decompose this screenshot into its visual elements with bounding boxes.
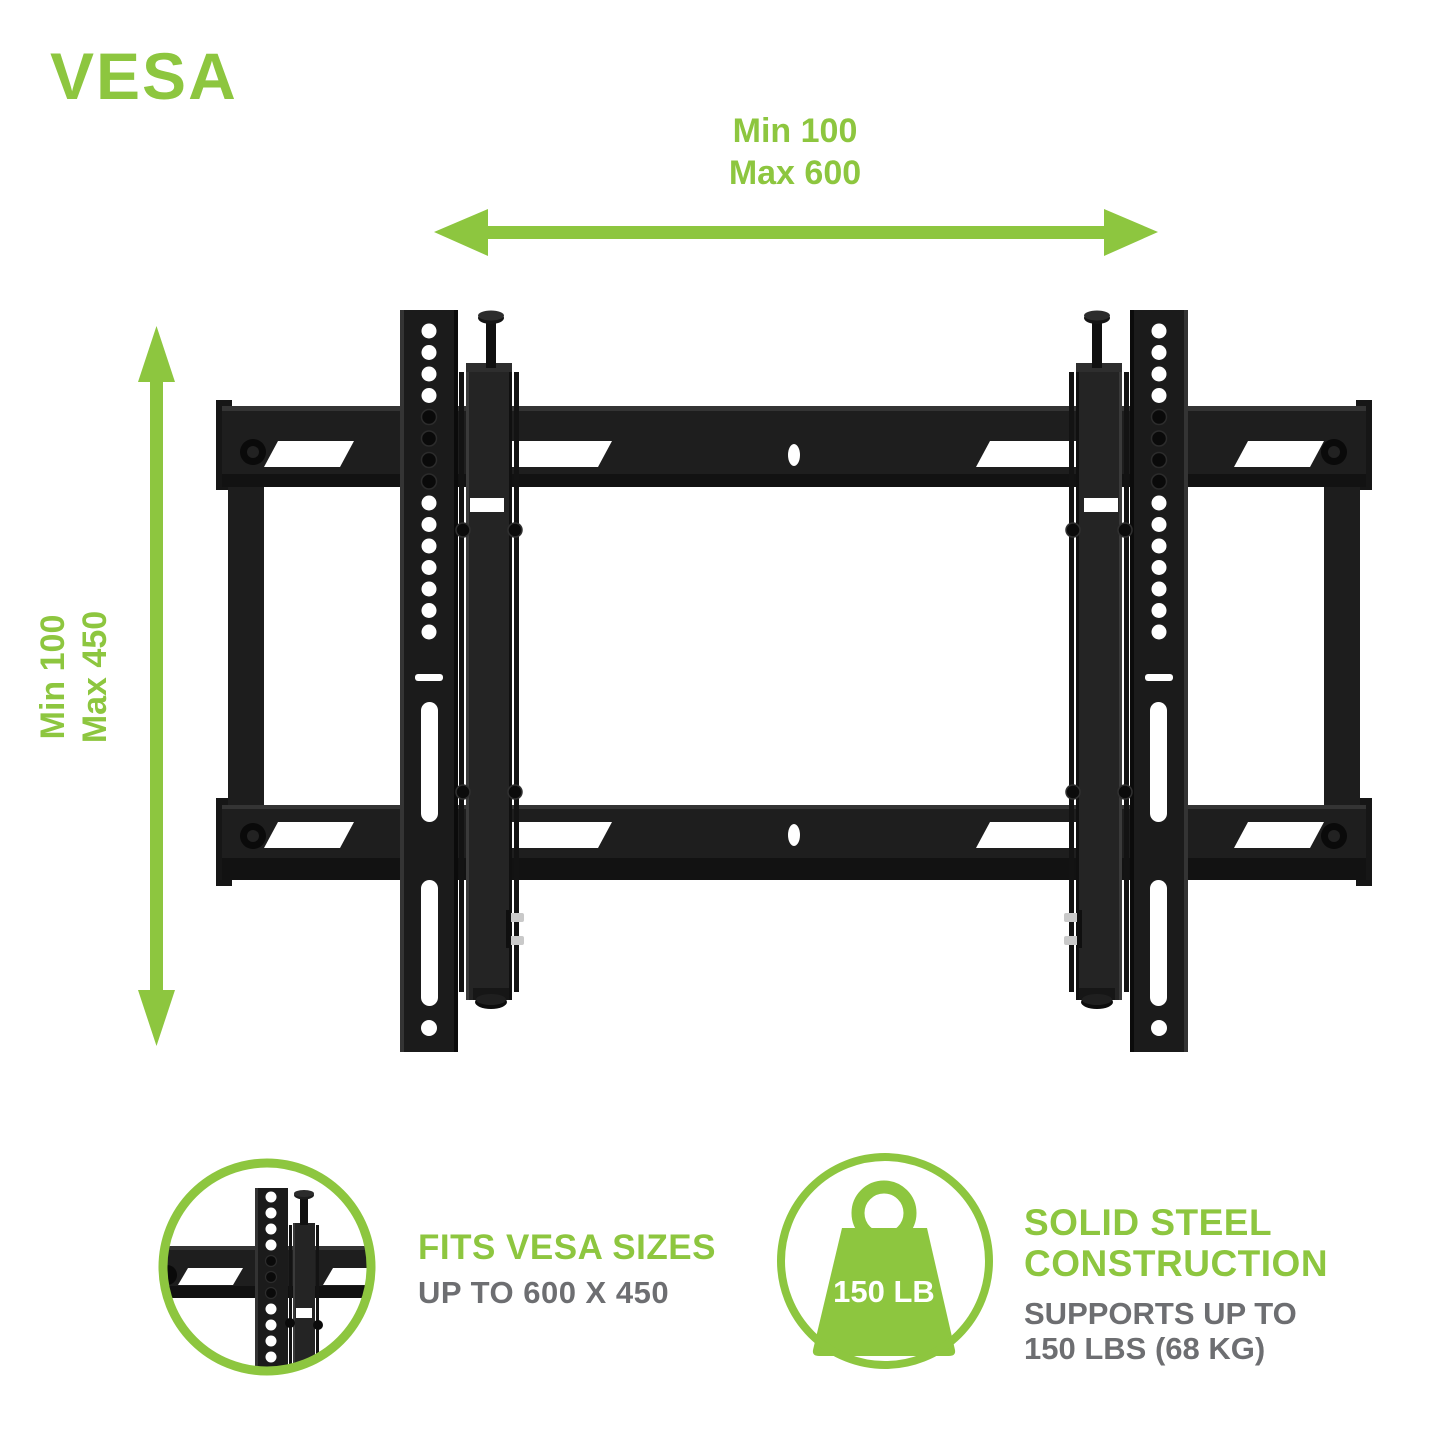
weight-badge-label: 150 LB <box>833 1274 935 1309</box>
horizontal-dimension-label: Min 100 Max 600 <box>645 110 945 194</box>
weight-body-icon <box>812 1228 956 1356</box>
feature-steel-sub-line2: 150 LBS (68 KG) <box>1024 1331 1266 1366</box>
vesa-detail-circle-ring <box>158 1158 376 1376</box>
horizontal-dim-line1: Min 100 <box>732 112 858 150</box>
top-rail-slots <box>264 441 1324 467</box>
feature-vesa-text: FITS VESA SIZES UP TO 600 X 450 <box>418 1228 716 1311</box>
feature-vesa-sub: UP TO 600 X 450 <box>418 1275 670 1310</box>
left-bracket-assembly <box>399 309 525 1053</box>
weight-circle-ring <box>777 1153 993 1369</box>
feature-steel-heading-line1: SOLID STEEL <box>1024 1202 1273 1243</box>
vesa-detail-icon <box>158 1158 376 1376</box>
feature-steel-heading-line2: CONSTRUCTION <box>1024 1243 1329 1284</box>
bottom-rail-slots <box>264 822 1324 848</box>
feature-steel-sub-line1: SUPPORTS UP TO <box>1024 1296 1297 1331</box>
feature-steel-text: SOLID STEEL CONSTRUCTION SUPPORTS UP TO … <box>1024 1202 1328 1366</box>
right-bracket-assembly <box>1063 309 1189 1053</box>
corner-screws <box>240 439 1347 849</box>
feature-vesa-heading: FITS VESA SIZES <box>418 1228 716 1267</box>
vesa-detail-mini-mount <box>163 1188 371 1371</box>
wall-plate <box>216 400 1372 886</box>
weight-capacity-icon: 150 LB <box>777 1153 993 1369</box>
horizontal-dim-line2: Max 600 <box>728 154 862 192</box>
page-title: VESA <box>50 39 238 113</box>
